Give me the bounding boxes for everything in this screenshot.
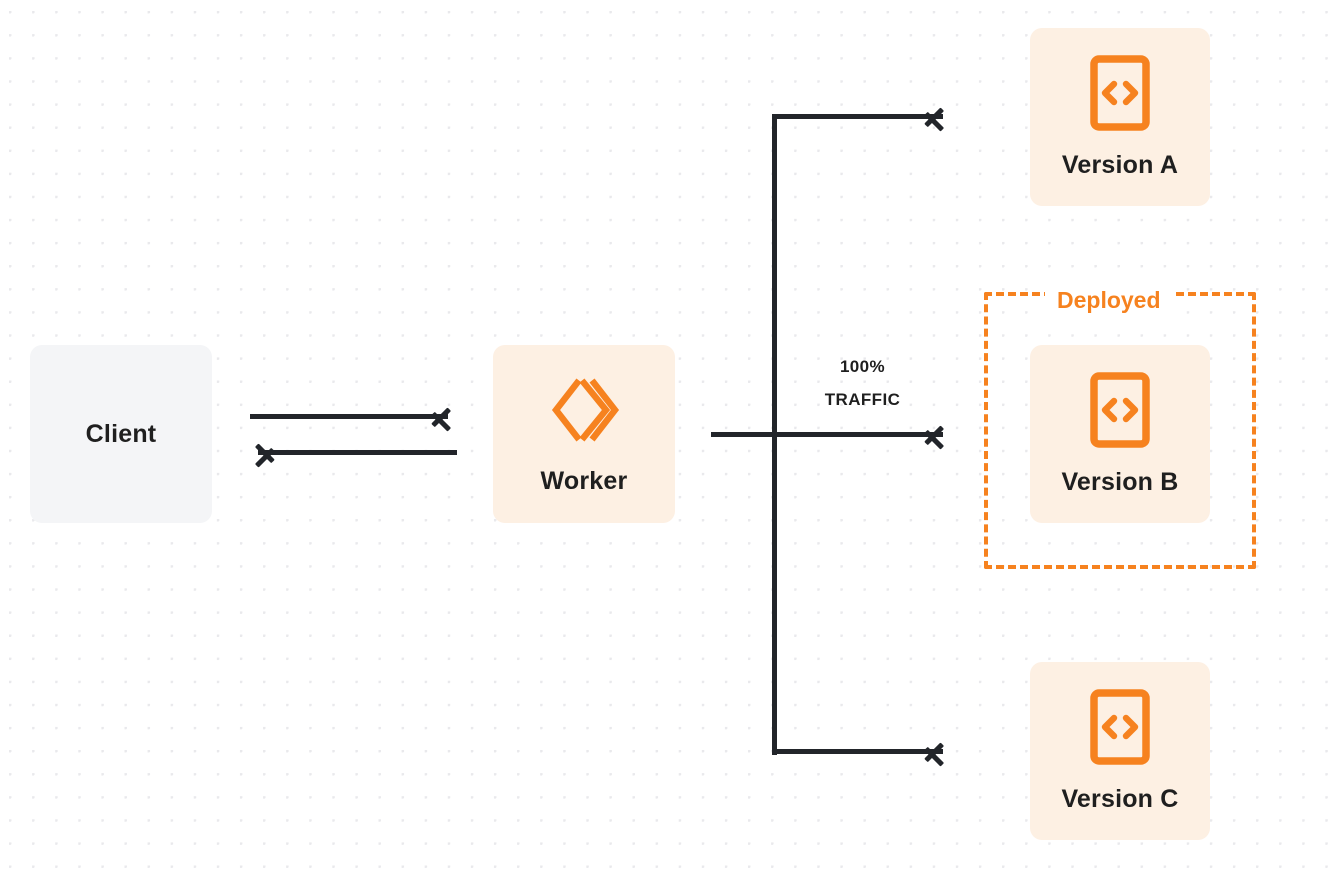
connector-client-to-worker bbox=[250, 414, 448, 419]
node-client[interactable]: Client bbox=[30, 345, 212, 523]
connector-branch-to-version-c bbox=[772, 749, 943, 754]
node-worker[interactable]: Worker bbox=[493, 345, 675, 523]
arrowhead-to-version-b-icon bbox=[924, 422, 951, 450]
node-version-c[interactable]: Version C bbox=[1030, 662, 1210, 840]
node-version-b-label: Version B bbox=[1061, 468, 1179, 496]
cloudflare-workers-logo-icon bbox=[546, 372, 622, 453]
traffic-percent: 100% bbox=[839, 357, 886, 376]
node-version-c-label: Version C bbox=[1061, 785, 1179, 813]
traffic-caption: TRAFFIC bbox=[824, 390, 901, 409]
node-client-label: Client bbox=[85, 419, 157, 448]
traffic-label: 100% TRAFFIC bbox=[790, 350, 935, 416]
code-document-icon bbox=[1089, 54, 1151, 137]
node-worker-label: Worker bbox=[540, 467, 628, 495]
deployed-group-label: Deployed bbox=[1045, 286, 1173, 314]
code-document-icon bbox=[1089, 371, 1151, 454]
connector-worker-to-client bbox=[258, 450, 457, 455]
arrowhead-to-version-a-icon bbox=[924, 104, 951, 132]
code-document-icon bbox=[1089, 688, 1151, 771]
arrowhead-worker-to-client-icon bbox=[248, 440, 275, 468]
arrowhead-to-version-c-icon bbox=[924, 739, 951, 767]
connector-worker-output bbox=[711, 432, 943, 437]
connector-trunk-vertical bbox=[772, 114, 777, 755]
node-version-a[interactable]: Version A bbox=[1030, 28, 1210, 206]
arrowhead-client-to-worker-icon bbox=[431, 404, 458, 432]
node-version-a-label: Version A bbox=[1061, 151, 1179, 179]
connector-branch-to-version-a bbox=[772, 114, 943, 119]
node-version-b[interactable]: Version B bbox=[1030, 345, 1210, 523]
